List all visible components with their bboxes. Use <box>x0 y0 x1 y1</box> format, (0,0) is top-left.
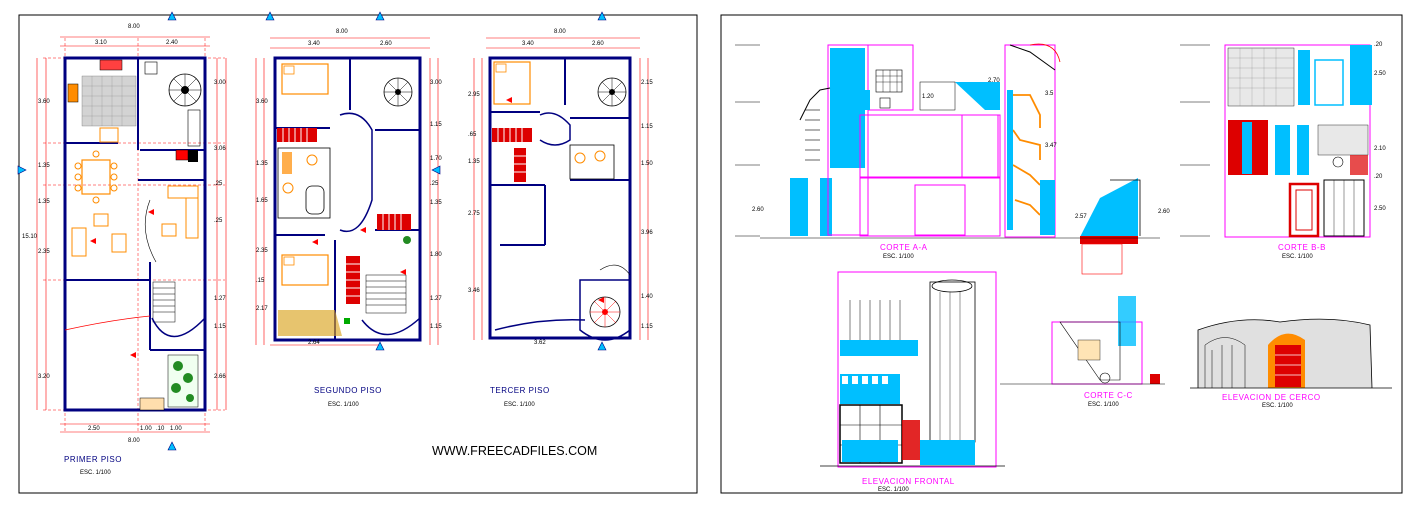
plan2-right-dim-6: 1.80 <box>430 252 442 258</box>
plan1-scale: ESC. 1/100 <box>80 470 111 476</box>
plan2-left-dim-3: 1.65 <box>256 198 268 204</box>
plan3-left-dim-5: 3.46 <box>468 288 480 294</box>
corte-b-dim-2: 2.10 <box>1374 146 1386 152</box>
corte-a-dim-2-57: 2.57 <box>1075 214 1087 220</box>
plan1-right-dim-7: 2.66 <box>214 374 226 380</box>
plan1-right-dim-4: .25 <box>214 218 223 224</box>
plan3-top-dim-1: 3.40 <box>522 41 534 47</box>
plan3-left-dim-2: .65 <box>468 132 477 138</box>
plan1-left-dim-1: 3.60 <box>38 99 50 105</box>
plan1-left-dim-3: 1.35 <box>38 199 50 205</box>
plan3-right-dim-5: 1.40 <box>641 294 653 300</box>
corte-b-dim-3: 2.50 <box>1374 206 1386 212</box>
plan1-top-dim-1: 3.10 <box>95 40 107 46</box>
plan1-right-dim-2: 3.06 <box>214 146 226 152</box>
plan-primer-piso <box>36 36 227 433</box>
plan1-title: PRIMER PISO <box>64 455 122 464</box>
plan2-right-dim-2: 1.15 <box>430 122 442 128</box>
plan2-bottom-dim-1: 2.64 <box>308 340 320 346</box>
plan1-right-dim-5: 1.27 <box>214 296 226 302</box>
plan2-top-dim-2: 2.60 <box>380 41 392 47</box>
plan3-top-dim-2: 2.60 <box>592 41 604 47</box>
section-corte-b <box>1180 44 1372 238</box>
corte-b-scale: ESC. 1/100 <box>1282 254 1313 260</box>
elev-frontal-scale: ESC. 1/100 <box>878 487 909 493</box>
plan3-right-dim-1: 2.15 <box>641 80 653 86</box>
plan1-left-dim-4: 2.35 <box>38 249 50 255</box>
plan1-bottom-dim-3: .10 <box>156 426 165 432</box>
plan1-left-dim-2: 1.35 <box>38 163 50 169</box>
plan2-right-dim-5: 1.35 <box>430 200 442 206</box>
corte-a-dim-2-60-right: 2.60 <box>1158 209 1170 215</box>
elev-cerco-scale: ESC. 1/100 <box>1262 403 1293 409</box>
corte-a-scale: ESC. 1/100 <box>883 254 914 260</box>
corte-b-dim-1: 2.50 <box>1374 71 1386 77</box>
plan1-total-length: 15.10 <box>22 234 38 240</box>
plan3-bottom-dim-1: 3.62 <box>534 340 546 346</box>
corte-c-title: CORTE C-C <box>1084 391 1133 400</box>
elevation-frontal <box>820 271 1005 468</box>
corte-a-dim-3-47: 3.47 <box>1045 143 1057 149</box>
corte-a-dim-2-70: 2.70 <box>988 78 1000 84</box>
elev-cerco-title: ELEVACION DE CERCO <box>1222 393 1321 402</box>
plan2-right-dim-8: 1.15 <box>430 324 442 330</box>
plan-segundo-piso <box>255 37 439 346</box>
plan1-left-dim-5: 3.20 <box>38 374 50 380</box>
plan2-left-dim-5: .15 <box>256 278 265 284</box>
right-sheet-frame <box>720 14 1403 494</box>
corte-a-dim-2-60-left: 2.60 <box>752 207 764 213</box>
plan3-overall-width: 8.00 <box>554 29 566 35</box>
section-corte-a <box>735 43 1160 275</box>
plan2-right-dim-4: .25 <box>430 181 439 187</box>
plan-tercer-piso <box>473 37 649 341</box>
plan3-right-dim-2: 1.15 <box>641 124 653 130</box>
plan1-bottom-dim-2: 1.00 <box>140 426 152 432</box>
plan1-overall-width: 8.00 <box>128 24 140 30</box>
plan1-bottom-dim-4: 1.00 <box>170 426 182 432</box>
corte-b-dim-4: .20 <box>1374 42 1383 48</box>
section-corte-c <box>1000 296 1165 385</box>
elevation-cerco <box>1190 318 1392 389</box>
corte-a-title: CORTE A-A <box>880 243 928 252</box>
corte-b-title: CORTE B-B <box>1278 243 1326 252</box>
corte-b-dim-5: .20 <box>1374 174 1383 180</box>
plan2-left-dim-6: 2.17 <box>256 306 268 312</box>
elev-frontal-title: ELEVACION FRONTAL <box>862 477 955 486</box>
plan2-right-dim-7: 1.27 <box>430 296 442 302</box>
plan1-right-dim-1: 3.00 <box>214 80 226 86</box>
plan1-bottom-dim-1: 2.50 <box>88 426 100 432</box>
corte-a-dim-1-20: 1.20 <box>922 94 934 100</box>
plan3-title: TERCER PISO <box>490 386 550 395</box>
plan3-right-dim-3: 1.50 <box>641 161 653 167</box>
plan1-right-dim-6: 1.15 <box>214 324 226 330</box>
plan2-right-dim-3: 1.70 <box>430 156 442 162</box>
plan3-left-dim-4: 2.75 <box>468 211 480 217</box>
plan3-scale: ESC. 1/100 <box>504 402 535 408</box>
plan2-top-dim-1: 3.40 <box>308 41 320 47</box>
plan1-top-dim-2: 2.40 <box>166 40 178 46</box>
plan2-scale: ESC. 1/100 <box>328 402 359 408</box>
plan2-right-dim-1: 3.00 <box>430 80 442 86</box>
plan1-bottom-total: 8.00 <box>128 438 140 444</box>
plan3-right-dim-4: 3.96 <box>641 230 653 236</box>
plan3-left-dim-1: 2.95 <box>468 92 480 98</box>
corte-a-dim-3-5: 3.5 <box>1045 91 1054 97</box>
watermark-text: WWW.FREECADFILES.COM <box>432 444 597 458</box>
plan2-left-dim-1: 3.60 <box>256 99 268 105</box>
plan2-left-dim-2: 1.35 <box>256 161 268 167</box>
plan2-overall-width: 8.00 <box>336 29 348 35</box>
plan3-right-dim-6: 1.15 <box>641 324 653 330</box>
left-sheet-frame <box>18 14 698 494</box>
corte-c-scale: ESC. 1/100 <box>1088 402 1119 408</box>
plan3-left-dim-3: 1.35 <box>468 159 480 165</box>
plan2-title: SEGUNDO PISO <box>314 386 382 395</box>
plan1-right-dim-3: .25 <box>214 181 223 187</box>
plan2-left-dim-4: 2.35 <box>256 248 268 254</box>
